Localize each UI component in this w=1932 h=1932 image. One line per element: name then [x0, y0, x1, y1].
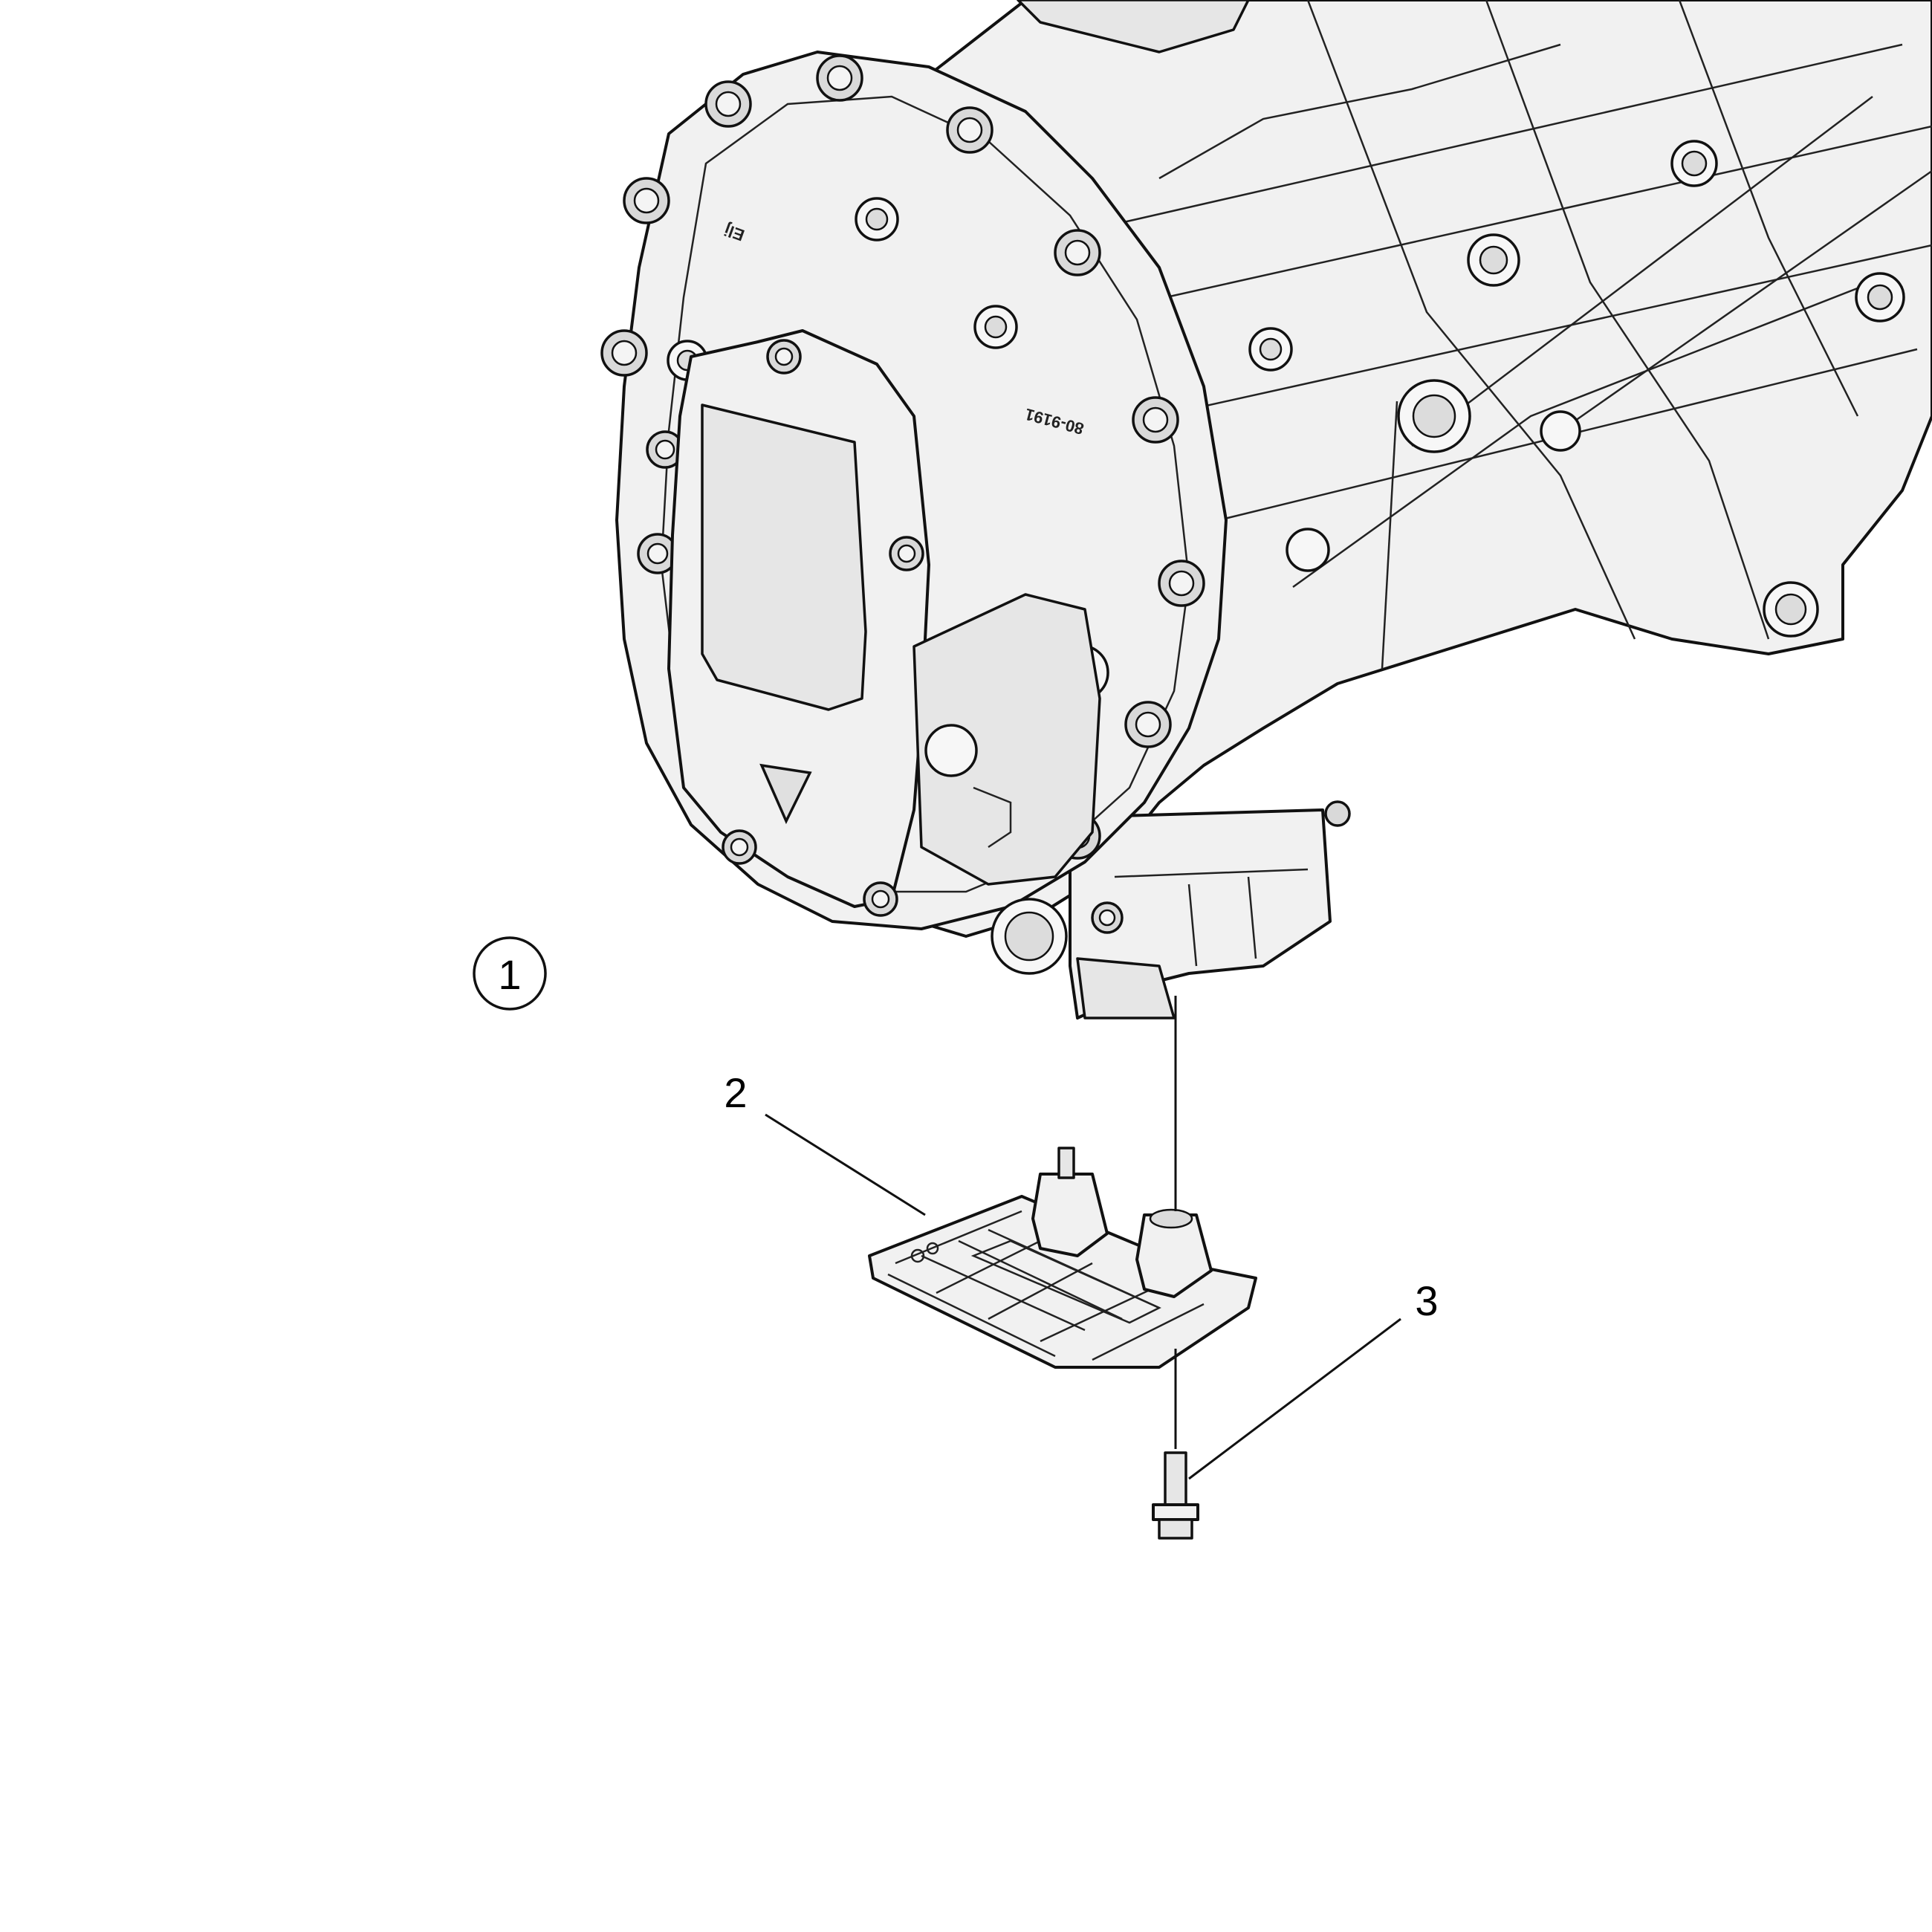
bolt-icon — [946, 106, 993, 154]
bolt-icon — [623, 177, 670, 224]
callout-2: 2 — [724, 1069, 747, 1116]
drain-arrow-icon — [759, 763, 812, 825]
bolt-flange — [1152, 1503, 1199, 1521]
outlet-port — [991, 898, 1068, 975]
bracket-tower-right — [1135, 1213, 1213, 1298]
bolt-icon — [1091, 901, 1124, 934]
bolt-icon — [704, 80, 752, 128]
callout-number: 1 — [498, 951, 521, 998]
housing-bolts — [600, 54, 1205, 860]
mount-bolt — [1152, 1451, 1199, 1540]
bolt-icon — [600, 329, 648, 377]
bracket-bolt-hole — [1149, 1208, 1193, 1229]
bolt-icon — [1158, 560, 1205, 607]
callout-circle — [473, 936, 547, 1011]
side-cover-label-plate — [701, 403, 867, 711]
bolt-icon — [816, 54, 863, 102]
bracket-stud — [1057, 1147, 1075, 1179]
leader-line-3 — [1188, 1317, 1401, 1480]
mount-bracket — [868, 1147, 1257, 1369]
connector-housing — [912, 593, 1101, 886]
bolt-icon — [863, 881, 898, 917]
case-bosses — [1248, 140, 1905, 638]
housing-foot — [1076, 957, 1176, 1020]
bolt-shank — [1164, 1451, 1187, 1510]
case-ribs — [1054, 0, 1932, 670]
bolt-icon — [1132, 396, 1179, 444]
bolt-icon — [722, 829, 757, 865]
bolt-icon — [1124, 701, 1172, 748]
leader-line-2 — [765, 1113, 926, 1216]
callout-number: 3 — [1415, 1277, 1438, 1324]
bolt-icon — [766, 339, 802, 375]
callout-1: 1 — [473, 936, 547, 1011]
bolt-icon — [1054, 229, 1101, 276]
bolt-head — [1158, 1518, 1193, 1540]
bracket-slot — [970, 1239, 1161, 1324]
bolt-icon — [889, 536, 924, 571]
bracket-tower-left — [1031, 1173, 1109, 1257]
transmission-assembly: Elj 80-9191 — [600, 0, 1932, 1020]
callout-3: 3 — [1415, 1277, 1438, 1324]
cover-bolts — [722, 339, 924, 917]
bolt-icon — [1324, 800, 1351, 827]
callout-number: 2 — [724, 1069, 747, 1116]
leader-lines — [765, 996, 1401, 1480]
case-top-plate — [1017, 0, 1250, 54]
